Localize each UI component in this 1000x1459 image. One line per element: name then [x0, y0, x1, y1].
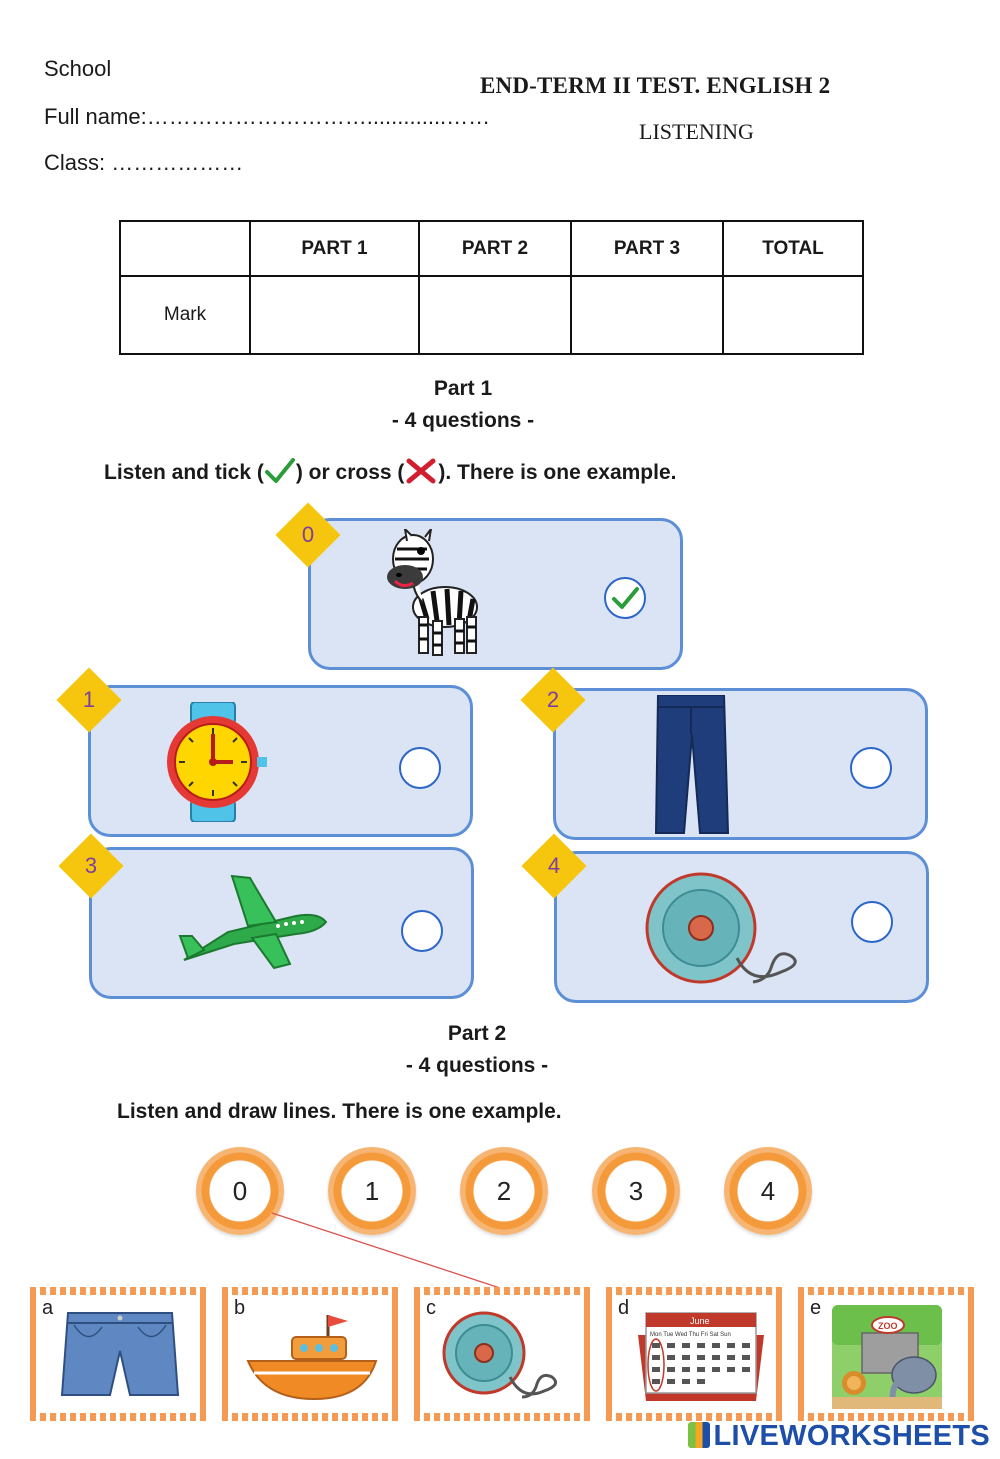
answer-circle-3[interactable]: [401, 910, 443, 952]
cross-icon: [406, 458, 436, 484]
answer-circle-1[interactable]: [399, 747, 441, 789]
answer-circle-2[interactable]: [850, 747, 892, 789]
part2-count: - 4 questions -: [405, 1054, 549, 1077]
logo-text: LIVEWORKSHEETS: [713, 1420, 990, 1452]
tick-icon: [264, 458, 295, 483]
item-card-3: [89, 847, 474, 999]
picture-letter-d: d: [618, 1297, 630, 1319]
mark-header-part1: PART 1: [249, 220, 420, 277]
yoyo-icon: [645, 872, 797, 984]
item-number-3: 3: [84, 853, 98, 878]
number-ring-1[interactable]: 1: [328, 1147, 416, 1235]
part2-instruction: Listen and draw lines. There is one exam…: [117, 1100, 562, 1123]
calendar-days: Mon Tue Wed Thu Fri Sat Sun: [650, 1332, 731, 1338]
zoo-sign: ZOO: [878, 1321, 898, 1331]
test-title: END-TERM II TEST. ENGLISH 2: [480, 73, 831, 98]
number-label-2: 2: [496, 1176, 512, 1206]
picture-letter-a: a: [42, 1297, 54, 1319]
number-label-3: 3: [628, 1176, 644, 1206]
logo-badge-icon: [687, 1422, 710, 1448]
picture-card-c[interactable]: c: [414, 1287, 590, 1421]
picture-letter-e: e: [810, 1297, 822, 1319]
item-card-1: [88, 685, 473, 837]
picture-letter-b: b: [234, 1297, 246, 1319]
part1-title: Part 1: [433, 377, 493, 400]
number-ring-2[interactable]: 2: [460, 1147, 548, 1235]
mark-header-total: TOTAL: [722, 220, 864, 277]
mark-cell-total[interactable]: [722, 275, 864, 355]
mark-header-empty: [119, 220, 251, 277]
mark-cell-part2[interactable]: [418, 275, 572, 355]
plane-icon: [178, 874, 328, 970]
picture-card-b[interactable]: b: [222, 1287, 398, 1421]
picture-card-a[interactable]: a: [30, 1287, 206, 1421]
item-number-4: 4: [547, 853, 561, 878]
watch-icon: [167, 702, 267, 822]
part1-count: - 4 questions -: [391, 409, 535, 432]
full-name-field[interactable]: Full name:………………………….............……: [44, 104, 491, 129]
mark-row-label: Mark: [119, 275, 251, 355]
part1-instruction: Listen and tick ( ) or cross ( ). There is…: [104, 456, 676, 486]
school-label: School: [44, 56, 112, 81]
tick-icon: [612, 587, 639, 609]
number-ring-3[interactable]: 3: [592, 1147, 680, 1235]
number-label-0: 0: [232, 1176, 248, 1206]
calendar-month: June: [690, 1316, 710, 1326]
answer-circle-0[interactable]: [604, 577, 646, 619]
item-card-4: [554, 851, 929, 1003]
number-label-4: 4: [760, 1176, 776, 1206]
mark-header-part3: PART 3: [570, 220, 724, 277]
class-field[interactable]: Class: ………………: [44, 150, 244, 175]
part1-instruction-a: Listen and tick (: [104, 461, 264, 484]
picture-letter-c: c: [426, 1297, 436, 1319]
item-number-2: 2: [546, 687, 560, 712]
number-label-1: 1: [364, 1176, 380, 1206]
shorts-icon: [60, 1312, 180, 1396]
mark-cell-part1[interactable]: [249, 275, 420, 355]
mark-table: PART 1 PART 2 PART 3 TOTAL Mark: [119, 220, 864, 355]
mark-header-part2: PART 2: [418, 220, 572, 277]
liveworksheets-logo: LIVEWORKSHEETS: [687, 1420, 991, 1453]
zebra-icon: [387, 529, 478, 656]
number-ring-4[interactable]: 4: [724, 1147, 812, 1235]
picture-card-d[interactable]: d June Mon Tue Wed Thu Fri Sat Sun: [606, 1287, 782, 1421]
boat-icon: [246, 1315, 378, 1401]
number-ring-0[interactable]: 0: [196, 1147, 284, 1235]
answer-circle-4[interactable]: [851, 901, 893, 943]
part2-title: Part 2: [447, 1022, 507, 1045]
item-card-2: [553, 688, 928, 840]
trousers-icon: [654, 695, 730, 834]
item-number-1: 1: [82, 687, 96, 712]
test-subtitle: LISTENING: [639, 119, 754, 144]
item-card-0: [308, 518, 683, 670]
zoo-icon: ZOO: [832, 1305, 942, 1409]
part1-instruction-c: ). There is one example.: [438, 461, 677, 484]
item-number-0: 0: [301, 522, 315, 547]
calendar-icon: June Mon Tue Wed Thu Fri Sat Sun: [638, 1312, 764, 1401]
mark-cell-part3[interactable]: [570, 275, 724, 355]
picture-card-e[interactable]: e ZOO: [798, 1287, 974, 1421]
yoyo-icon: [442, 1311, 558, 1399]
part1-instruction-b: ) or cross (: [295, 461, 405, 484]
